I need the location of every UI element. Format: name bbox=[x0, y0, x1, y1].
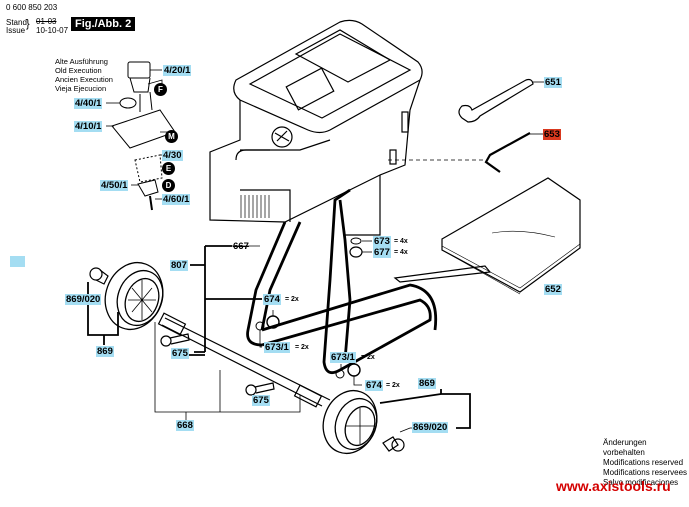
qty-674-upper: = 2x bbox=[285, 296, 299, 303]
color-swatch bbox=[10, 256, 25, 267]
qty-677: = 4x bbox=[394, 249, 408, 256]
part-label-673[interactable]: 673 bbox=[373, 236, 391, 247]
qty-673-1-lower: = 2x bbox=[361, 354, 375, 361]
axle bbox=[157, 312, 331, 408]
note-es: Vieja Ejecucion bbox=[55, 84, 107, 93]
note-fr: Ancien Execution bbox=[55, 75, 113, 84]
website-link[interactable]: www.axistools.ru bbox=[556, 478, 671, 494]
part-label-673-1-upper[interactable]: 673/1 bbox=[264, 342, 290, 353]
part-label-673-1-lower[interactable]: 673/1 bbox=[330, 352, 356, 363]
old-stand-date: 01-03 bbox=[36, 17, 57, 26]
footer-note-en: Modifications reserved bbox=[603, 458, 684, 467]
qty-674-lower: = 2x bbox=[386, 382, 400, 389]
part-label-4-20-1[interactable]: 4/20/1 bbox=[163, 65, 192, 76]
old-execution-notes: Alte Ausführung Old Execution Ancien Exe… bbox=[55, 57, 113, 93]
part-number: 0 600 850 203 bbox=[6, 3, 58, 12]
circle-marker-e: E bbox=[162, 162, 175, 175]
part-label-653-highlighted[interactable]: 653 bbox=[543, 129, 561, 140]
part-label-674-lower[interactable]: 674 bbox=[365, 380, 383, 391]
footer-note-fr: Modifications reservees bbox=[603, 468, 688, 477]
part-label-667[interactable]: 667 bbox=[233, 241, 249, 252]
part-label-4-60-1[interactable]: 4/60/1 bbox=[162, 194, 191, 205]
part-label-869-020-right[interactable]: 869/020 bbox=[412, 422, 449, 433]
footer-note-es: Salvo modificaciones bbox=[603, 478, 679, 487]
stand-label: Stand bbox=[6, 18, 27, 27]
part-label-675-upper[interactable]: 675 bbox=[171, 348, 189, 359]
grass-bag bbox=[393, 177, 581, 295]
part-label-4-10-1[interactable]: 4/10/1 bbox=[74, 121, 103, 132]
circle-marker-f: F bbox=[154, 83, 167, 96]
brace-icon: } bbox=[26, 18, 30, 30]
part-label-652[interactable]: 652 bbox=[544, 284, 562, 295]
issue-date: 10-10-07 bbox=[36, 26, 69, 35]
part-label-869-left[interactable]: 869 bbox=[96, 346, 114, 357]
qty-673: = 4x bbox=[394, 238, 408, 245]
part-label-4-40-1[interactable]: 4/40/1 bbox=[74, 98, 103, 109]
issue-label: Issue bbox=[6, 26, 26, 35]
wheel-right bbox=[322, 389, 378, 455]
part-label-4-30[interactable]: 4/30 bbox=[162, 150, 183, 161]
part-label-674-upper[interactable]: 674 bbox=[263, 294, 281, 305]
qty-673-1-upper: = 2x bbox=[295, 344, 309, 351]
circle-marker-d: D bbox=[162, 179, 175, 192]
part-label-869-right[interactable]: 869 bbox=[418, 378, 436, 389]
part-label-677[interactable]: 677 bbox=[373, 247, 391, 258]
figure-label: Fig./Abb. 2 bbox=[71, 17, 136, 31]
part-label-4-50-1[interactable]: 4/50/1 bbox=[100, 180, 129, 191]
part-label-668[interactable]: 668 bbox=[176, 420, 194, 431]
wheel-left bbox=[104, 261, 164, 331]
modifications-notes: Änderungen vorbehalten Modifications res… bbox=[603, 438, 689, 488]
old-execution-parts bbox=[111, 61, 176, 211]
part-label-807[interactable]: 807 bbox=[170, 260, 188, 271]
part-label-869-020-left[interactable]: 869/020 bbox=[65, 294, 102, 305]
note-de: Alte Ausführung bbox=[55, 57, 108, 66]
circle-marker-m: M bbox=[165, 130, 178, 143]
note-en: Old Execution bbox=[55, 66, 102, 75]
part-label-651[interactable]: 651 bbox=[544, 77, 562, 88]
shredder-housing bbox=[209, 19, 423, 236]
footer-note-de: Änderungen vorbehalten bbox=[603, 438, 647, 457]
part-label-675-lower[interactable]: 675 bbox=[252, 395, 270, 406]
